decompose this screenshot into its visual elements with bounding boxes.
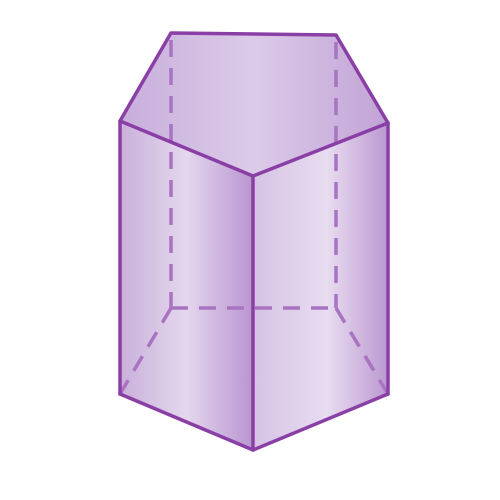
edge-bottom-front-right (251, 392, 390, 452)
front-left-face (120, 121, 253, 450)
edge-bottom-front-left (118, 392, 255, 452)
top-face (120, 33, 388, 176)
front-right-face (253, 123, 388, 450)
top-face-outline (118, 31, 390, 178)
hidden-edge-bottom-left (118, 307, 173, 395)
visible-edges (118, 31, 390, 452)
hidden-edge-bottom-right (334, 307, 390, 395)
hidden-edges (118, 40, 390, 395)
